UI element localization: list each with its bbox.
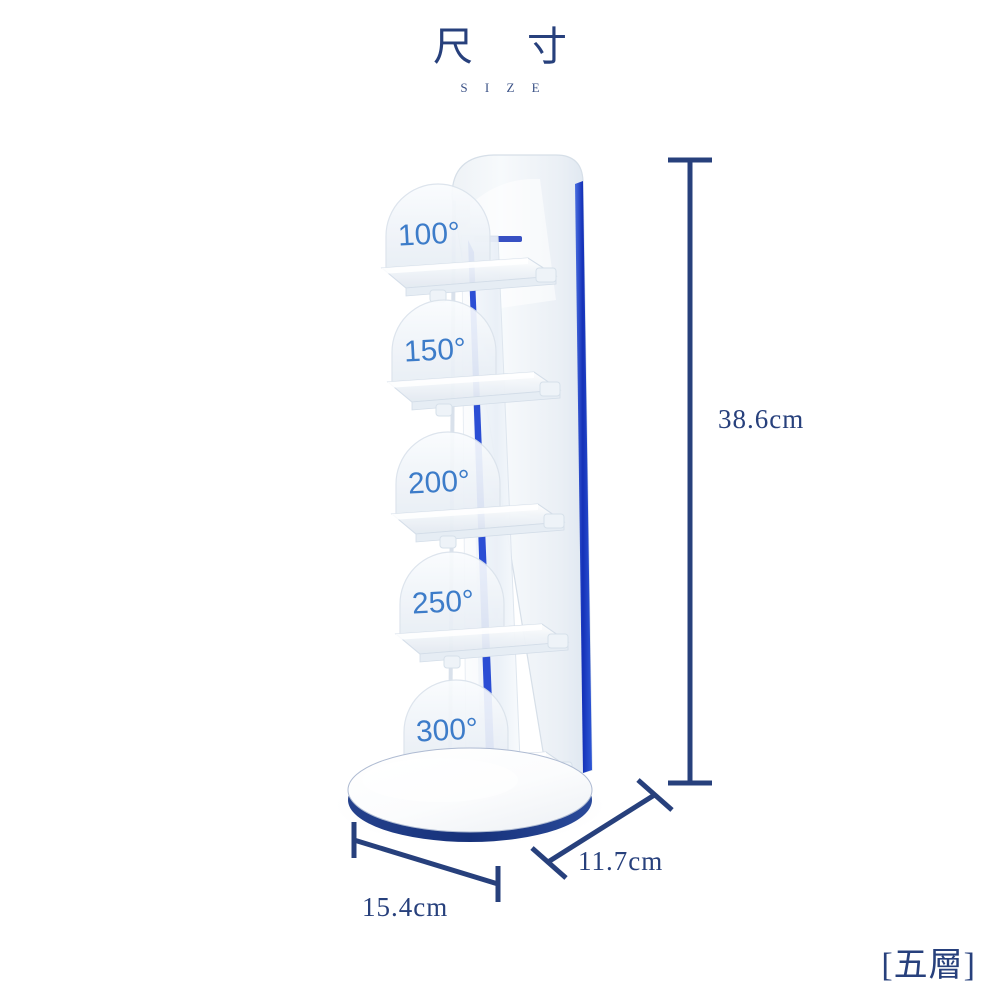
tier-label-200-text: 200° xyxy=(407,464,471,501)
tier-count-badge: [五層] xyxy=(881,947,976,984)
product-base xyxy=(347,747,593,842)
tier-label-100-text: 100° xyxy=(397,216,461,253)
tier-label-200: 200° xyxy=(407,464,471,501)
page-title: 尺 寸 xyxy=(433,24,589,69)
page-subtitle: S I Z E xyxy=(460,80,547,95)
tier-5-divider xyxy=(403,679,509,763)
width-dimension-label: 15.4cm xyxy=(362,892,449,922)
depth-dimension-label: 11.7cm xyxy=(578,846,664,876)
tier-label-250: 250° xyxy=(411,584,475,621)
tier-2 xyxy=(386,299,562,417)
tier-2-divider xyxy=(391,299,497,383)
tier-label-250-text: 250° xyxy=(411,584,475,621)
height-dimension-label: 38.6cm xyxy=(718,404,805,434)
tier-1-divider xyxy=(385,183,491,269)
tier-3 xyxy=(390,431,566,549)
tier-4 xyxy=(394,551,570,669)
tier-3-divider xyxy=(395,431,501,515)
tier-4-divider xyxy=(399,551,505,635)
tier-label-300: 300° xyxy=(415,712,479,749)
tier-label-100: 100° xyxy=(397,216,461,253)
panel-edge-stripe xyxy=(575,181,592,773)
tier-label-300-text: 300° xyxy=(415,712,479,749)
tier-1 xyxy=(380,183,558,303)
tier-label-150: 150° xyxy=(403,332,467,369)
page-header: 尺 寸 S I Z E xyxy=(0,24,1000,96)
tier-label-150-text: 150° xyxy=(403,332,467,369)
